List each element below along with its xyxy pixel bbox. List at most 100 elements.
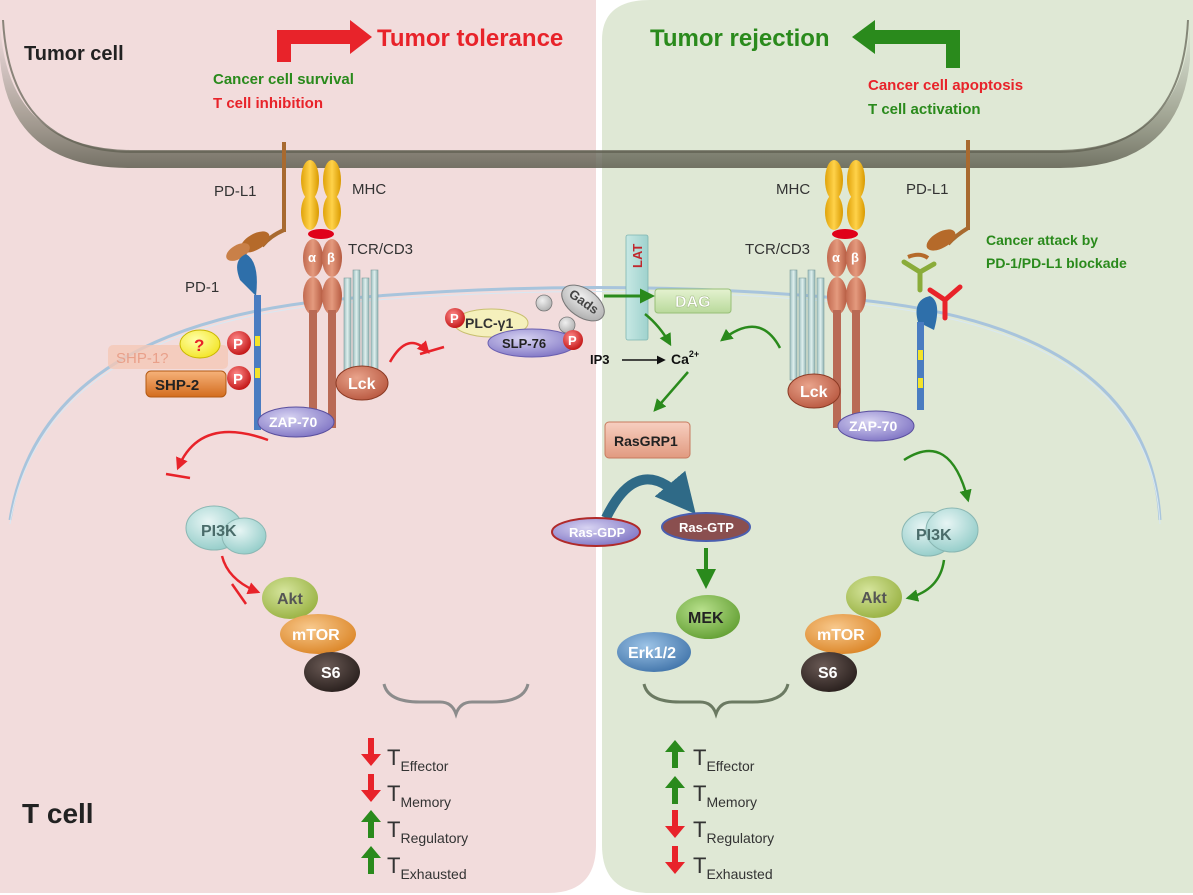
right-brace [642,683,790,719]
phospho-plc: P [445,308,465,328]
t-regulatory-right: TRegulatory [693,817,774,846]
cancer-cell-apoptosis-text: Cancer cell apoptosis [868,77,1023,94]
ras-gdp-text: Ras-GDP [569,525,626,540]
mtor-left: mTOR [280,614,356,654]
left-effector-row: TEffector [361,738,449,774]
dag-text: DAG [675,294,711,311]
erk12: Erk1/2 [617,632,691,672]
phospho-label: P [233,371,243,388]
lck-right-text: Lck [800,384,828,401]
t-cell-inhibition-text: T cell inhibition [213,95,323,112]
right-regulatory-row: TRegulatory [665,810,774,846]
s6-right: S6 [801,652,857,692]
t-regulatory-left: TRegulatory [387,817,468,846]
mtor-left-text: mTOR [292,627,340,644]
left-memory-row: TMemory [361,774,451,810]
pdl1-left-label: PD-L1 [214,183,257,200]
mtor-right: mTOR [805,614,881,654]
t-exhausted-right: TExhausted [693,853,773,882]
lck-right: Lck [787,373,841,409]
pd1-right [916,296,938,410]
tcr-left [303,239,342,428]
pi3k-left-text: PI3K [201,523,237,540]
tcr-beta-left: β [327,250,335,265]
blockade-text-1: Cancer attack by [986,232,1098,248]
mtor-right-text: mTOR [817,627,865,644]
lck-to-plc-arrow [388,340,430,363]
zap-to-pi3k-arrow [176,430,269,471]
phospho-label: P [450,311,459,326]
slp76: SLP-76 [487,328,577,358]
rejection-arrow [852,20,960,68]
tumor-cell-membrane [0,20,1190,168]
calcium-symbol: Ca [671,351,689,367]
lck-left-text: Lck [348,376,376,393]
anti-pdl1-antibody [901,259,937,293]
slp76-text: SLP-76 [502,336,546,351]
pi3k-right-text: PI3K [916,527,952,544]
question-node: ? [179,329,221,359]
left-exhausted-row: TExhausted [361,846,467,882]
pi3k-to-akt-right-arrow [905,559,946,602]
down-arrow-icon [361,774,381,802]
pd1-left [237,254,261,430]
lck-to-ca-arrow [720,325,782,349]
pi3k-to-akt-left-arrow [220,555,261,595]
tcr-cd3-left-label: TCR/CD3 [348,241,413,258]
right-effector-row: TEffector [665,740,755,774]
tcr-beta-right: β [851,250,859,265]
mhc-left [301,160,341,239]
calcium-charge: 2+ [689,349,699,359]
ras-gtp-text: Ras-GTP [679,520,734,535]
lat: LAT [625,234,649,341]
right-memory-row: TMemory [665,776,757,810]
adapter-bead-1 [535,294,553,312]
t-memory-right: TMemory [693,781,757,810]
erk-text: Erk1/2 [628,645,676,662]
ras-gtp: Ras-GTP [661,512,751,542]
anti-pd1-antibody [927,284,963,321]
pd1-left-label: PD-1 [185,279,219,296]
down-arrow-icon [361,738,381,766]
shp2-text: SHP-2 [155,377,199,394]
mhc-right [825,160,865,239]
ras-exchange-arrow [601,470,696,521]
zap70-left-text: ZAP-70 [269,414,317,430]
tcr-alpha-right: α [832,250,840,265]
pi3k-akt-inhibition-bar [230,583,248,605]
lck-left: Lck [335,365,389,401]
plc-gamma1: PLC-γ1 [453,308,529,338]
ip3-label: IP3 [590,352,610,367]
s6-left-text: S6 [321,665,341,682]
akt-right-text: Akt [861,590,887,607]
pi3k-right: PI3K [901,507,979,557]
right-panel-bg [602,0,1193,893]
left-panel-bg [0,0,596,893]
ras-gdp: Ras-GDP [551,517,641,547]
shp2-box: SHP-2 [145,370,227,398]
phospho-slp76: P [563,330,583,350]
tcr-right [827,239,866,428]
up-arrow-icon [361,810,381,838]
phospho-pd1-2: P [227,366,251,390]
t-cell-label: T cell [22,798,94,829]
pi3k-left: PI3K [185,505,267,555]
t-effector-right: TEffector [693,745,755,774]
t-exhausted-left: TExhausted [387,853,467,882]
zap-pi3k-inhibition-bar [165,472,191,480]
zap70-right-text: ZAP-70 [849,418,897,434]
left-regulatory-row: TRegulatory [361,810,468,846]
left-brace [382,683,530,719]
pdl1-right [907,140,970,260]
zap70-right: ZAP-70 [837,410,915,442]
up-arrow-icon [361,846,381,874]
t-memory-left: TMemory [387,781,451,810]
ca-to-rasgrp1-arrow [653,371,689,412]
right-exhausted-row: TExhausted [665,846,773,882]
lat-text: LAT [630,244,645,268]
t-cell-activation-text: T cell activation [868,101,981,118]
akt-left: Akt [262,577,318,619]
dag: DAG [654,288,732,314]
up-arrow-icon [665,740,685,768]
tumor-tolerance-title: Tumor tolerance [377,25,563,52]
